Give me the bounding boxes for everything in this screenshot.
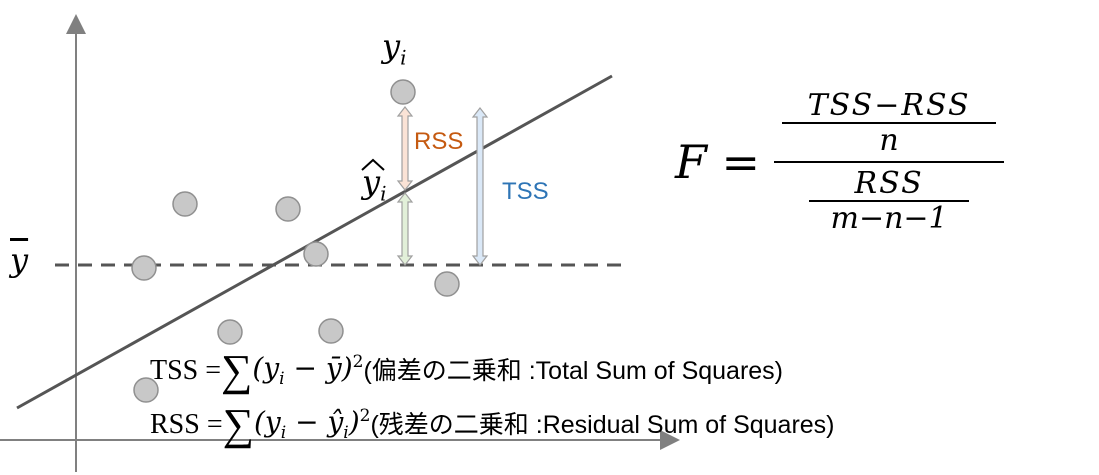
- rss-definition: RSS = ∑ (yi − ŷi)2 (残差の二乗和 :Residual Sum…: [150, 400, 835, 449]
- data-point: [133, 377, 159, 403]
- rss-arrow: [396, 106, 414, 191]
- top-numerator: TSS−RSS: [807, 88, 971, 123]
- data-point: [217, 319, 243, 345]
- explained-arrow: [396, 192, 414, 266]
- top-denominator: n: [782, 122, 997, 157]
- data-point: [434, 271, 460, 297]
- data-point: [131, 255, 157, 281]
- data-point: [390, 79, 416, 105]
- bottom-denominator: m−n−1: [809, 200, 970, 235]
- label-y-bar: y: [10, 241, 29, 279]
- tss-arrow: [471, 107, 489, 266]
- data-point: [172, 191, 198, 217]
- data-point: [303, 241, 329, 267]
- data-point: [318, 318, 344, 344]
- label-y-i: yi: [382, 27, 407, 70]
- tss-definition: TSS = ∑ (yi − ȳ)2 (偏差の二乗和 :Total Sum of …: [150, 346, 784, 395]
- f-formula: F = TSS−RSS n RSS m−n−1: [675, 82, 1005, 242]
- bottom-numerator: RSS: [854, 166, 924, 201]
- data-point: [275, 196, 301, 222]
- data-points: [131, 79, 460, 403]
- label-tss: TSS: [502, 178, 549, 205]
- label-y-hat: yi: [362, 163, 387, 206]
- hat-accent-icon: [361, 158, 385, 171]
- label-rss: RSS: [414, 128, 464, 155]
